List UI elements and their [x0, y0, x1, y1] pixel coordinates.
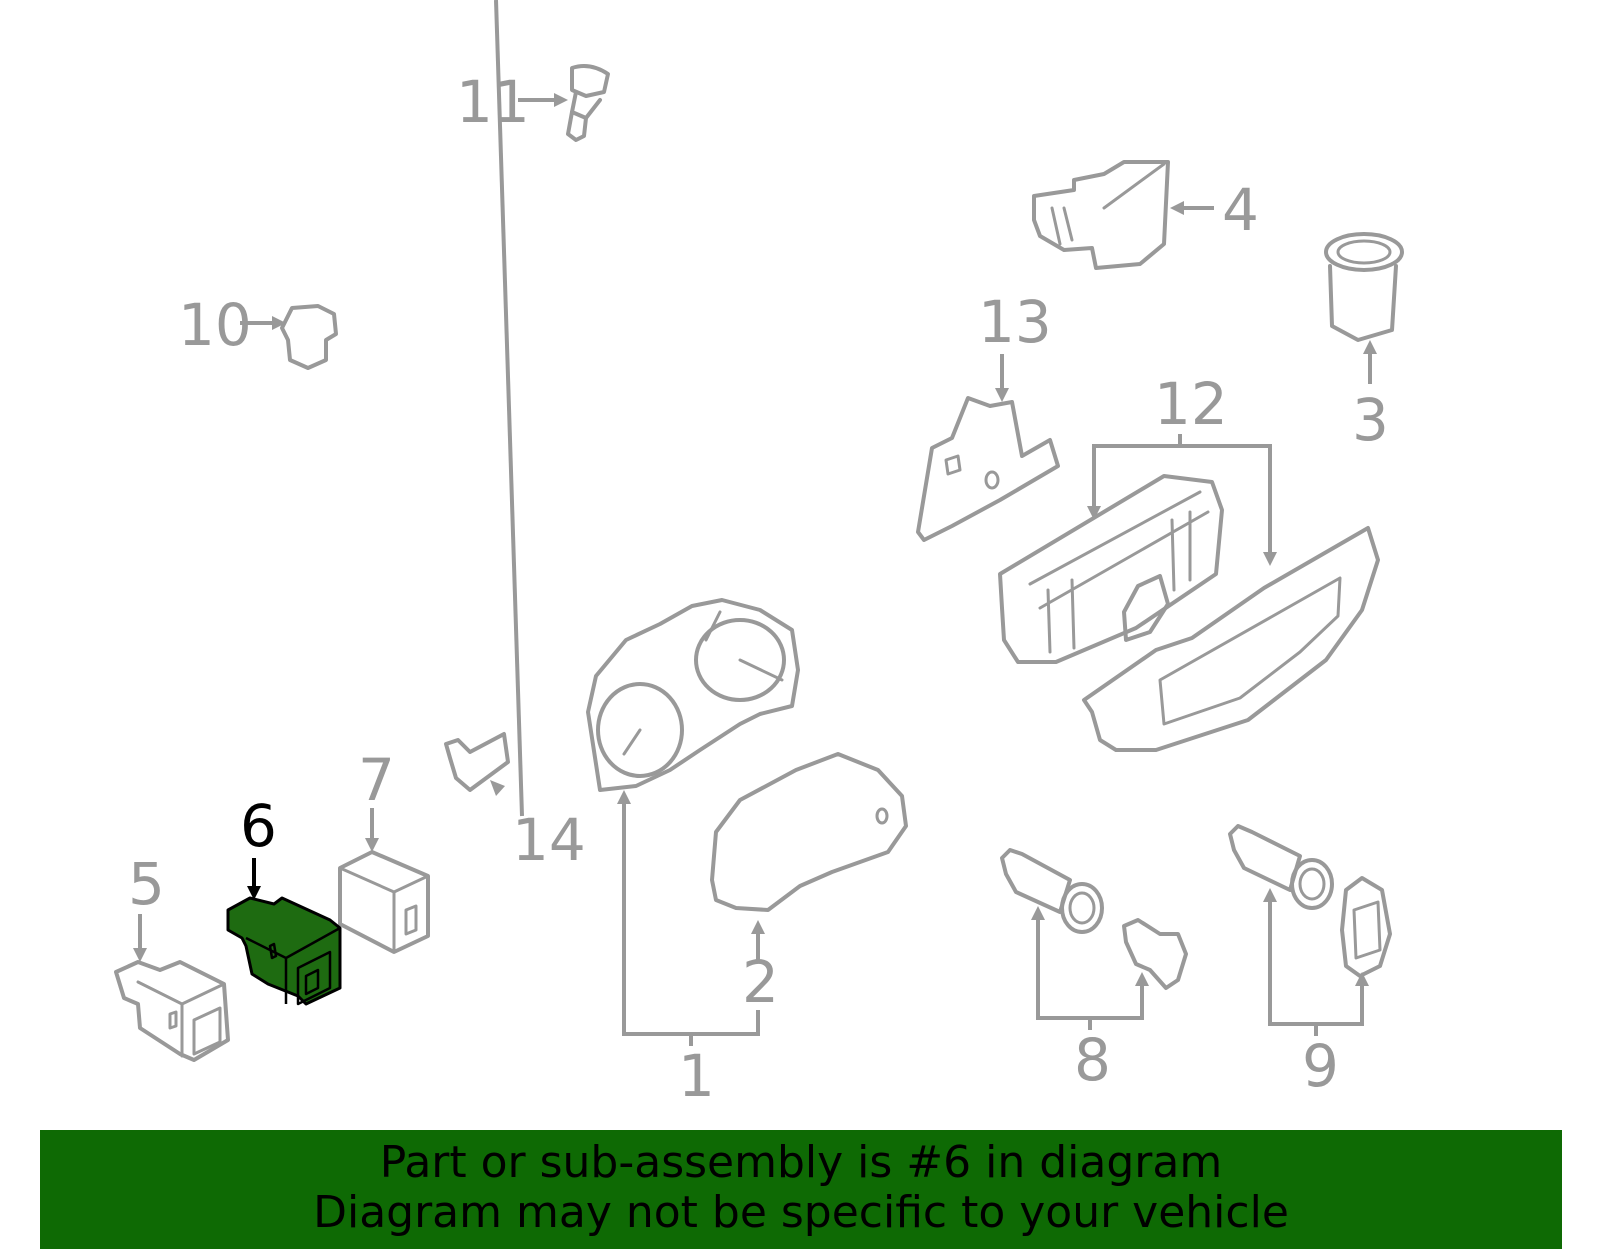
part-8-socket-assembly[interactable] [1000, 848, 1188, 990]
part-4-cover[interactable] [1032, 160, 1170, 270]
part-7-switch[interactable] [338, 850, 430, 954]
part-3-socket[interactable] [1324, 232, 1404, 342]
callout-9: 9 [1302, 1032, 1339, 1100]
part-13-bracket[interactable] [916, 396, 1060, 542]
callout-4: 4 [1222, 176, 1259, 244]
arrowhead-8a [1031, 906, 1045, 920]
callout-12: 12 [1154, 370, 1228, 438]
arrowhead-9a [1263, 888, 1277, 902]
arrowhead-12b [1263, 552, 1277, 566]
arrowhead-2 [751, 920, 765, 934]
arrowhead-13 [995, 388, 1009, 402]
part-14-bracket[interactable] [444, 732, 510, 792]
leader-14 [494, 0, 524, 817]
arrowhead-4 [1170, 201, 1184, 215]
callout-7: 7 [358, 746, 395, 814]
callout-13: 13 [978, 288, 1052, 356]
banner-line-disclaimer: Diagram may not be specific to your vehi… [313, 1187, 1289, 1238]
arrowhead-3 [1363, 340, 1377, 354]
part-5-switch[interactable] [114, 960, 230, 1062]
arrowhead-6 [247, 886, 261, 900]
arrowhead-7 [365, 838, 379, 852]
info-banner: Part or sub-assembly is #6 in diagram Di… [40, 1130, 1562, 1249]
part-12-climate-control[interactable] [998, 474, 1380, 752]
callout-14: 14 [512, 806, 586, 874]
part-2-lens[interactable] [710, 752, 908, 912]
arrowhead-12a [1087, 506, 1101, 520]
arrowhead-1 [617, 790, 631, 804]
arrowhead-9b [1355, 972, 1369, 986]
arrowhead-14 [490, 780, 505, 796]
arrowhead-5 [133, 948, 147, 962]
callout-11: 11 [456, 68, 530, 136]
callout-3: 3 [1352, 386, 1389, 454]
part-9-socket-assembly[interactable] [1228, 824, 1392, 978]
part-1-instrument-cluster[interactable] [586, 598, 800, 792]
leader-1 [622, 800, 760, 1036]
part-11-clip[interactable] [566, 64, 610, 142]
leader-9 [1268, 898, 1364, 1026]
arrowhead-11 [554, 93, 568, 107]
callout-1: 1 [678, 1042, 715, 1110]
part-10-plug[interactable] [280, 304, 338, 370]
arrowhead-8b [1135, 972, 1149, 986]
banner-line-part: Part or sub-assembly is #6 in diagram [379, 1137, 1223, 1188]
callout-5: 5 [128, 850, 165, 918]
arrowhead-10 [272, 316, 286, 330]
callout-2: 2 [742, 948, 779, 1016]
callout-6: 6 [240, 792, 277, 860]
callout-10: 10 [178, 291, 252, 359]
part-6-switch-highlighted[interactable] [226, 896, 342, 1006]
callout-8: 8 [1074, 1026, 1111, 1094]
